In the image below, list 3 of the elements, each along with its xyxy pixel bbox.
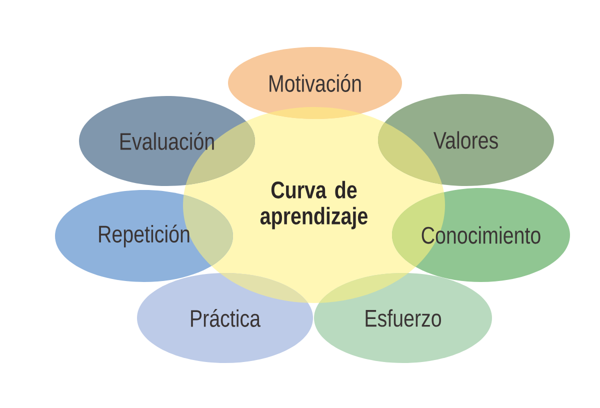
node-label: Motivación — [270, 74, 361, 92]
node-label: Esfuerzo — [366, 309, 442, 327]
node-label: Práctica — [191, 309, 261, 327]
